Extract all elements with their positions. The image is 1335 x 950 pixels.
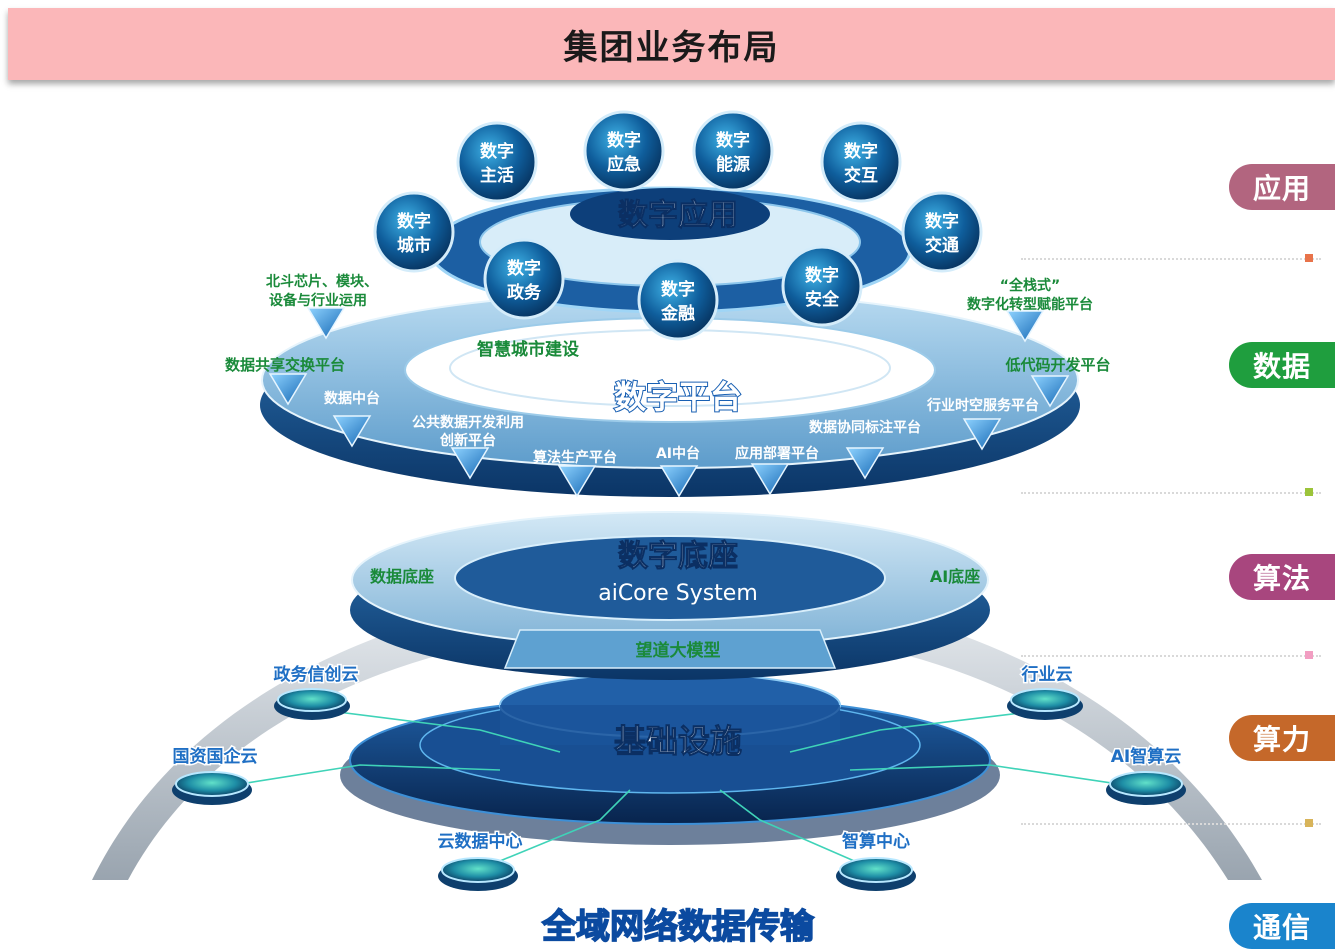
base-title: 数字底座	[618, 539, 738, 574]
pyramid-marker-2	[1005, 310, 1045, 343]
smart-city-label: 智慧城市建设	[477, 339, 579, 360]
beidou-label-1: 北斗芯片、模块、	[266, 273, 378, 290]
divider-marker-4	[1305, 819, 1313, 827]
bubble-label-top: 数字	[607, 130, 641, 151]
layer-tab-algorithm: 算法	[1229, 554, 1335, 600]
cloud-soe: 国资国企云	[173, 746, 258, 767]
bubble-label-top: 数字	[480, 141, 514, 162]
pyramid-marker-7	[450, 447, 490, 480]
layer-divider-2	[1021, 492, 1321, 494]
base-hole	[454, 535, 886, 621]
infra-column	[500, 705, 840, 745]
pyramid-marker-1	[306, 307, 346, 340]
bubble-label-top: 数字	[844, 141, 878, 162]
bubble-label-top: 数字	[397, 211, 431, 232]
bubble-label-bottom: 应急	[607, 154, 641, 175]
platform-item-data-share: 数据共享交换平台	[225, 356, 345, 374]
network-arc	[92, 585, 1262, 880]
header-banner: 集团业务布局	[8, 8, 1335, 80]
apps-title: 数字应用	[618, 198, 738, 233]
bubble-label-top: 数字	[507, 258, 541, 279]
platform-item-deploy: 应用部署平台	[735, 445, 819, 462]
bubble-label-top: 数字	[805, 265, 839, 286]
app-bubbles: 数字主活数字应急数字能源数字交互数字城市数字交通数字政务数字金融数字安全	[373, 110, 983, 341]
bubble-label-bottom: 主活	[480, 165, 514, 186]
public-data-label-1: 公共数据开发利用	[412, 414, 524, 431]
layer-divider-3	[1021, 655, 1321, 657]
model-plate	[503, 629, 837, 669]
bubble-label-top: 数字	[661, 279, 695, 300]
bubble-label-bottom: 城市	[397, 235, 431, 256]
layer-divider-1	[1021, 258, 1321, 260]
page-title: 集团业务布局	[563, 27, 780, 68]
divider-marker-1	[1305, 254, 1313, 262]
cloud-ai-compute: AI智算云	[1111, 746, 1181, 767]
bubble-label-top: 数字	[925, 211, 959, 232]
platform-item-ai-center: AI中台	[656, 445, 700, 462]
platform-item-data-center: 数据中台	[324, 390, 380, 407]
quanzhan-label-1: “全栈式”	[1000, 277, 1060, 294]
bubble-label-top: 数字	[716, 130, 750, 151]
bubble-label-bottom: 金融	[660, 303, 695, 324]
layer-tab-application: 应用	[1229, 164, 1335, 210]
cloud-gov: 政务信创云	[274, 664, 359, 685]
public-data-label-2: 创新平台	[439, 432, 496, 449]
bubble-label-bottom: 能源	[716, 154, 750, 175]
cloud-pads	[172, 688, 1186, 891]
base-subtitle: aiCore System	[598, 581, 758, 606]
pyramid-marker-10	[750, 463, 790, 496]
infra-title: 基础设施	[614, 722, 742, 760]
platform-item-lowcode: 低代码开发平台	[1004, 356, 1110, 374]
pyramid-marker-5	[332, 415, 372, 448]
platform-title: 数字平台	[614, 378, 742, 416]
bubble-label-bottom: 交通	[925, 235, 959, 256]
bubble-label-bottom: 政务	[507, 282, 542, 303]
layer-divider-4	[1021, 823, 1321, 825]
cloud-data-center: 云数据中心	[438, 831, 523, 852]
platform-item-spatiotemporal: 行业时空服务平台	[926, 397, 1039, 414]
pyramid-marker-6	[962, 418, 1002, 451]
pyramid-marker-11	[845, 447, 885, 480]
bubble-label-bottom: 交互	[844, 165, 878, 186]
ai-base-label: AI底座	[930, 567, 980, 586]
pyramid-marker-3	[268, 373, 308, 406]
apps-title-plate	[570, 188, 770, 240]
cloud-compute-center: 智算中心	[842, 831, 910, 852]
layer-tab-data: 数据	[1229, 342, 1335, 388]
platform-item-annotation: 数据协同标注平台	[809, 419, 921, 436]
beidou-label-2: 设备与行业运用	[269, 292, 367, 309]
cloud-connectors	[214, 709, 1146, 871]
quanzhan-label-2: 数字化转型赋能平台	[967, 296, 1093, 313]
pyramid-marker-9	[659, 465, 699, 498]
layer-tab-communication: 通信	[1229, 903, 1335, 949]
data-base-label: 数据底座	[370, 567, 434, 586]
cloud-industry: 行业云	[1021, 664, 1073, 685]
pyramid-marker-4	[1030, 375, 1070, 408]
divider-marker-3	[1305, 651, 1313, 659]
network-title: 全域网络数据传输	[541, 907, 815, 947]
bubble-label-bottom: 安全	[805, 289, 840, 310]
pyramid-marker-8	[557, 465, 597, 498]
model-label: 望道大模型	[636, 640, 721, 661]
platform-pyramids	[268, 307, 1070, 498]
platform-item-algorithm: 算法生产平台	[533, 449, 617, 466]
layer-tab-compute: 算力	[1229, 715, 1335, 761]
divider-marker-2	[1305, 488, 1313, 496]
